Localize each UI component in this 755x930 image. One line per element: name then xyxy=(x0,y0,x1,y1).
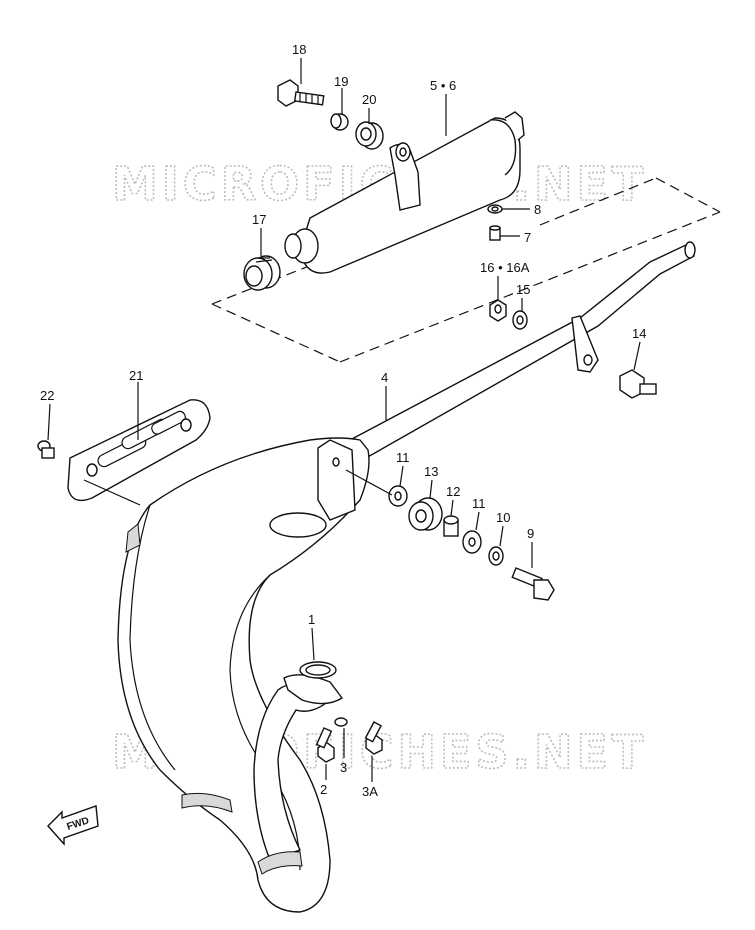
label-3: 3 xyxy=(340,760,347,775)
washer-10 xyxy=(488,546,504,566)
grommet-17 xyxy=(243,255,281,291)
label-11-upper: 11 xyxy=(396,450,410,465)
label-10: 10 xyxy=(496,510,510,525)
label-19: 19 xyxy=(334,74,348,89)
label-3A: 3A xyxy=(362,784,378,799)
part-labels: 18 19 20 5 • 6 17 8 7 16 • 16A 15 14 21 … xyxy=(40,42,646,799)
collar-19 xyxy=(330,113,349,131)
label-9: 9 xyxy=(527,526,534,541)
washer-8 xyxy=(487,204,503,214)
bolt-2 xyxy=(315,727,335,763)
bolt-18 xyxy=(277,79,325,107)
label-2: 2 xyxy=(320,782,327,797)
label-17: 17 xyxy=(252,212,266,227)
leader-lines xyxy=(47,58,641,782)
bolt-7 xyxy=(489,225,501,241)
exhaust-pipe xyxy=(117,241,696,913)
nut-16 xyxy=(489,299,507,322)
screw-22 xyxy=(37,440,55,459)
heat-guard-21 xyxy=(67,399,211,502)
bolt-3A xyxy=(364,721,383,755)
fwd-arrow-icon: FWD xyxy=(47,805,99,846)
collar-12 xyxy=(443,515,459,537)
label-8: 8 xyxy=(534,202,541,217)
grommet-20 xyxy=(355,121,384,150)
label-13: 13 xyxy=(424,464,438,479)
label-22: 22 xyxy=(40,388,54,403)
label-7: 7 xyxy=(524,230,531,245)
gasket-1 xyxy=(299,661,337,679)
label-14: 14 xyxy=(632,326,646,341)
washer-3 xyxy=(334,717,348,727)
label-21: 21 xyxy=(129,368,143,383)
label-4: 4 xyxy=(381,370,388,385)
washer-11-upper xyxy=(388,485,408,507)
label-18: 18 xyxy=(292,42,306,57)
label-1: 1 xyxy=(308,612,315,627)
label-12: 12 xyxy=(446,484,460,499)
label-15: 15 xyxy=(516,282,530,297)
label-11-lower: 11 xyxy=(472,496,486,511)
grommet-13 xyxy=(408,497,443,531)
label-16-16A: 16 • 16A xyxy=(480,260,530,275)
label-5-6: 5 • 6 xyxy=(430,78,456,93)
bolt-9 xyxy=(511,567,555,601)
silencer xyxy=(284,111,525,274)
washer-11-lower xyxy=(462,530,482,554)
label-20: 20 xyxy=(362,92,376,107)
switch-14 xyxy=(619,369,657,399)
washer-15 xyxy=(512,310,528,330)
